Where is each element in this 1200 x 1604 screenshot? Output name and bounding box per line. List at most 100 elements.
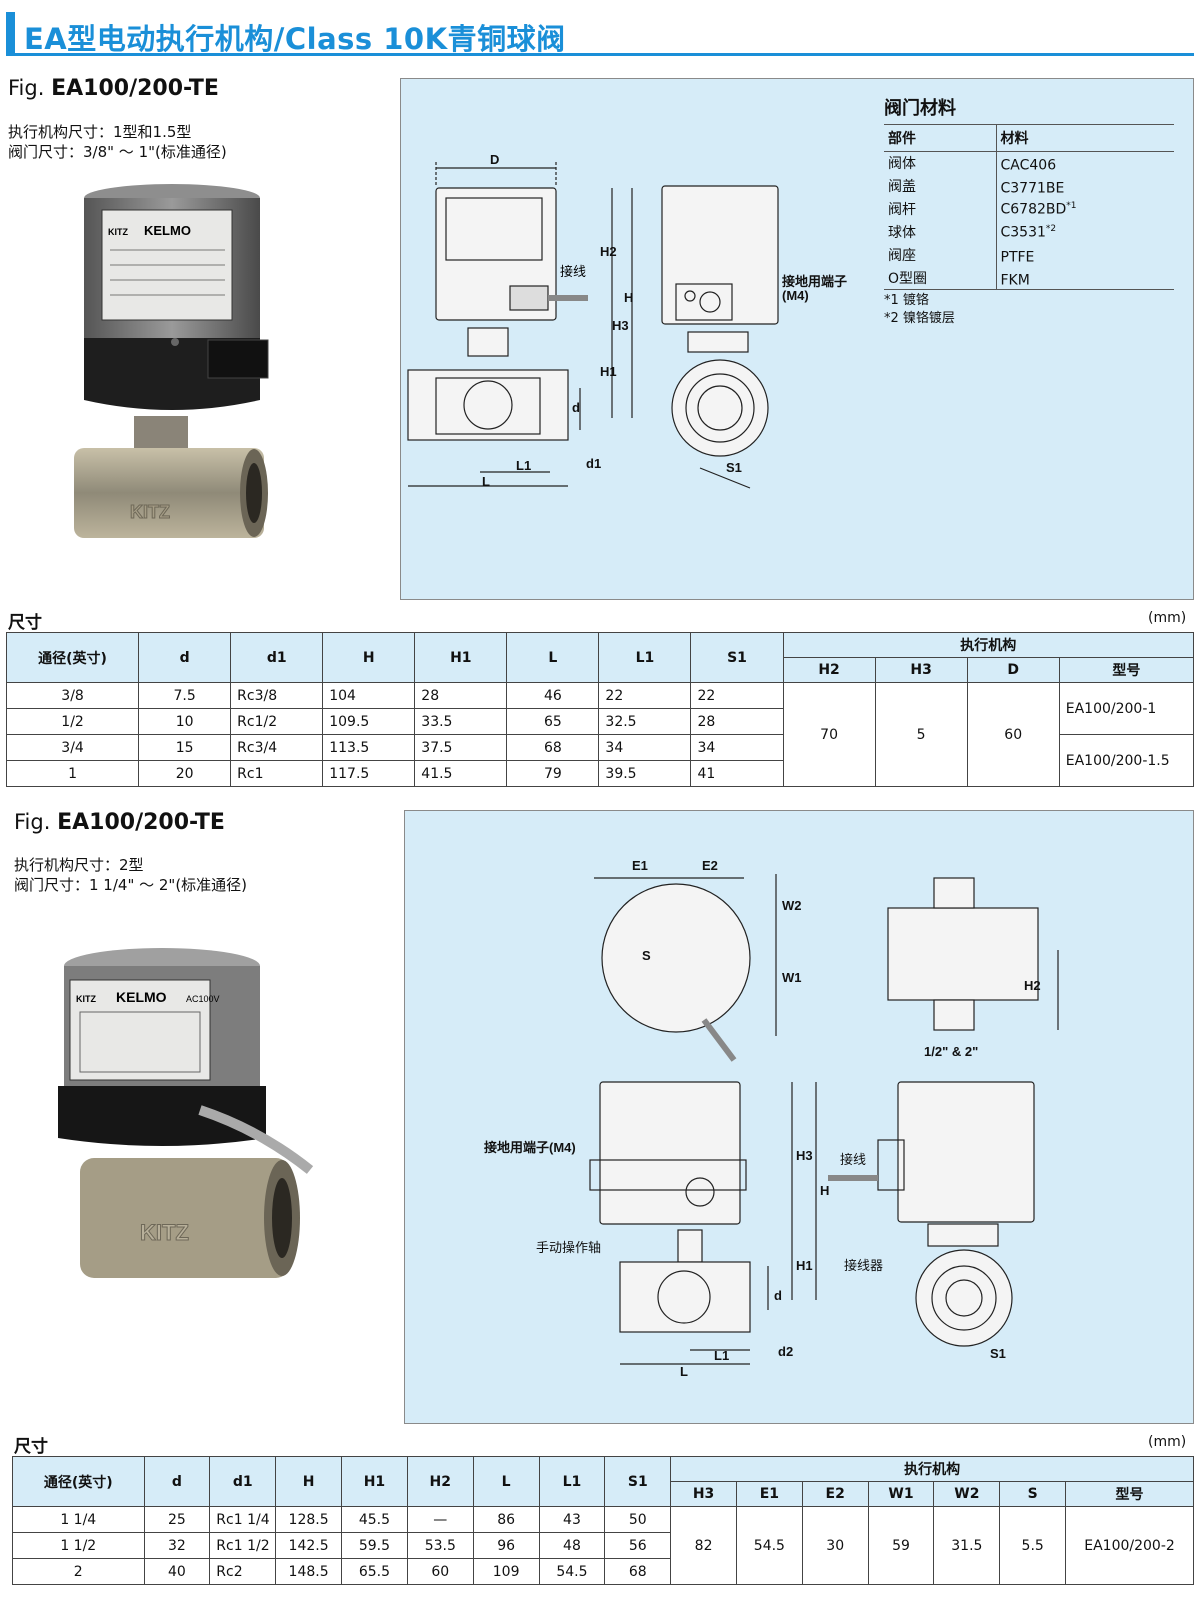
unit-label-2: (mm) <box>1148 1434 1187 1450</box>
label-d: d <box>774 1288 782 1303</box>
label-S1: S1 <box>990 1346 1006 1361</box>
col-model: 型号 <box>1065 1481 1194 1507</box>
actuator-size-1: 执行机构尺寸：1型和1.5型 <box>8 123 192 141</box>
photo-body-mark: KITZ <box>140 1220 189 1245</box>
label-E2: E2 <box>702 858 718 873</box>
label-size-note: 1/2" & 2" <box>924 1044 978 1059</box>
col-size: 通径(英寸) <box>5 632 140 683</box>
valve-size-2: 阀门尺寸：1 1/4" ～ 2"(标准通径) <box>14 876 248 894</box>
valve-size-1: 阀门尺寸：3/8" ～ 1"(标准通径) <box>8 143 227 161</box>
label-manual-shaft: 手动操作轴 <box>536 1240 601 1255</box>
cell-model-1-5: EA100/200-1.5 <box>1058 734 1195 787</box>
col-model: 型号 <box>1058 657 1195 683</box>
col-actuator: 执行机构 <box>670 1456 1194 1482</box>
col-L1: L1 <box>598 632 692 683</box>
col-E2: E2 <box>801 1481 869 1507</box>
col-H1: H1 <box>414 632 508 683</box>
label-ground-terminal: 接地用端子(M4) <box>484 1140 576 1155</box>
fig-model: EA100/200-TE <box>57 810 225 835</box>
col-L: L <box>506 632 600 683</box>
fig-heading-2: Fig. EA100/200-TE <box>14 810 225 835</box>
label-H2: H2 <box>1024 978 1041 993</box>
col-d: d <box>143 1456 211 1507</box>
drawing-panel-1 <box>400 78 1194 600</box>
cell-D: 60 <box>966 682 1060 787</box>
label-d1: d1 <box>586 456 601 471</box>
label-L: L <box>680 1364 688 1379</box>
materials-note-1: *1 镀铬 <box>884 293 929 309</box>
materials-col-part: 部件 <box>884 124 997 152</box>
photo-body-mark: KITZ <box>130 502 170 522</box>
materials-title: 阀门材料 <box>884 98 956 119</box>
dimension-table-2: 通径(英寸) d d1 H H1 H2 L L1 S1 执行机构 H3 E1 E… <box>12 1456 1194 1585</box>
label-H: H <box>624 290 633 305</box>
label-H2: H2 <box>600 244 617 259</box>
fig-prefix: Fig. <box>8 76 45 100</box>
label-wiring: 接线 <box>560 264 586 279</box>
product-photo-2: KELMO AC100V KITZ KITZ <box>58 948 314 1278</box>
product-photo-1: KELMO KITZ KITZ <box>74 184 269 538</box>
label-connector: 接线器 <box>844 1258 883 1273</box>
col-H: H <box>322 632 416 683</box>
label-H1: H1 <box>600 364 617 379</box>
col-S1: S1 <box>604 1456 672 1507</box>
page-title: EA型电动执行机构/Class 10K青铜球阀 <box>24 22 566 56</box>
label-D: D <box>490 152 499 167</box>
photo-brand-label: KITZ <box>76 994 96 1004</box>
col-d1: d1 <box>230 632 324 683</box>
dimension-drawing-2: E1 E2 W2 W1 S H2 1/2" & 2" 接地用端子(M4) H3 … <box>484 858 1059 1379</box>
col-d: d <box>138 632 232 683</box>
col-H2: H2 <box>782 657 876 683</box>
col-H1: H1 <box>341 1456 408 1507</box>
drawing-panel-2 <box>404 810 1194 1424</box>
col-L: L <box>472 1456 540 1507</box>
photo-product-label: KELMO <box>116 989 167 1005</box>
col-S1: S1 <box>690 632 784 683</box>
cell-model-1: EA100/200-1 <box>1058 682 1195 735</box>
dims-label-1: 尺寸 <box>8 613 42 633</box>
cell-H3: 82 <box>670 1506 737 1585</box>
label-H3: H3 <box>612 318 629 333</box>
label-W2: W2 <box>782 898 802 913</box>
label-H3: H3 <box>796 1148 813 1163</box>
col-H2: H2 <box>406 1456 474 1507</box>
title-bar <box>6 12 1194 56</box>
actuator-size-2: 执行机构尺寸：2型 <box>14 856 144 874</box>
col-H3: H3 <box>670 1481 737 1507</box>
label-E1: E1 <box>632 858 648 873</box>
cell-W2: 31.5 <box>933 1506 1001 1585</box>
col-S: S <box>999 1481 1067 1507</box>
cell-E2: 30 <box>801 1506 869 1585</box>
unit-label-1: (mm) <box>1148 610 1187 626</box>
col-W1: W1 <box>867 1481 935 1507</box>
dimension-table-1: 通径(英寸) d d1 H H1 L L1 S1 执行机构 H2 H3 D 型号… <box>5 632 1195 787</box>
dims-label-2: 尺寸 <box>14 1437 48 1457</box>
col-E1: E1 <box>735 1481 803 1507</box>
label-ground-m4: (M4) <box>782 288 809 303</box>
label-L1: L1 <box>516 458 531 473</box>
photo-product-label: KELMO <box>144 223 191 238</box>
cell-model-2: EA100/200-2 <box>1065 1506 1194 1585</box>
col-W2: W2 <box>933 1481 1001 1507</box>
fig-model: EA100/200-TE <box>51 76 219 101</box>
col-actuator: 执行机构 <box>782 632 1195 658</box>
cell-H2: 70 <box>782 682 876 787</box>
cell-E1: 54.5 <box>735 1506 803 1585</box>
cell-W1: 59 <box>867 1506 935 1585</box>
col-H: H <box>275 1456 343 1507</box>
fig-heading-1: Fig. EA100/200-TE <box>8 76 219 101</box>
dimension-drawing-1: D H2 H H3 H1 d d1 L1 L S1 接地用端子 (M4) 接线 <box>407 152 847 489</box>
label-L1: L1 <box>714 1348 729 1363</box>
col-d1: d1 <box>209 1456 277 1507</box>
label-S: S <box>642 948 651 963</box>
